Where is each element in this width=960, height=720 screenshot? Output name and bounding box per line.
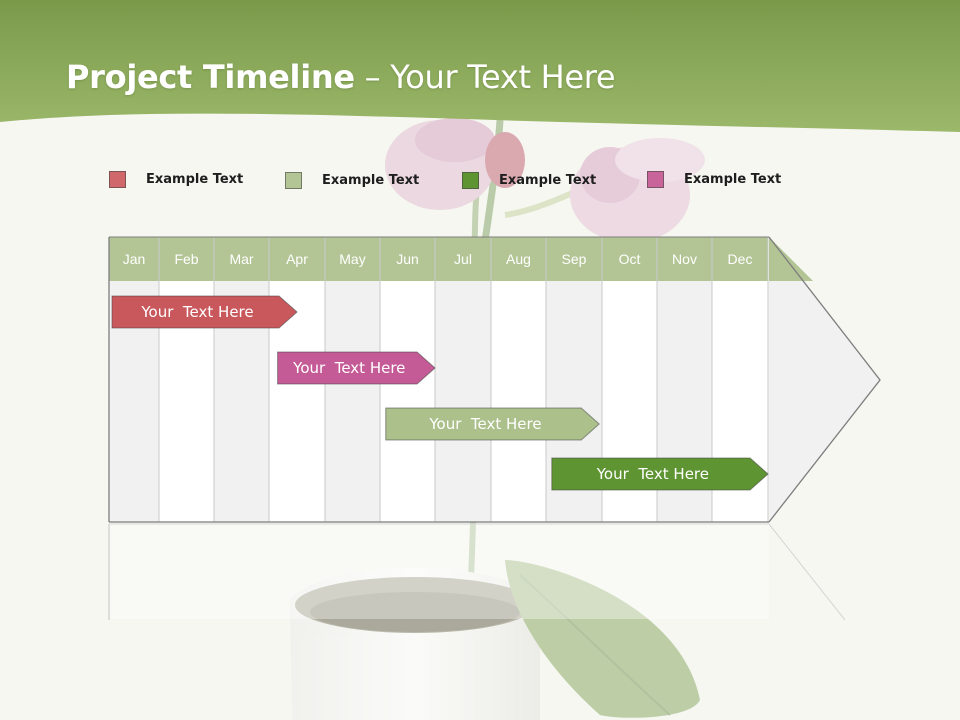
title-bold: Project Timeline xyxy=(66,58,355,96)
arrow-head-header xyxy=(769,237,813,281)
month-header-cell xyxy=(325,237,380,281)
month-header-cell xyxy=(712,237,768,281)
month-column xyxy=(325,281,380,522)
legend-swatch-1 xyxy=(109,171,126,188)
legend-label-4: Example Text xyxy=(684,172,782,187)
month-header-cell xyxy=(491,237,546,281)
month-label: Jul xyxy=(454,251,472,267)
legend-label-2: Example Text xyxy=(322,173,420,188)
month-label: Sep xyxy=(562,251,587,267)
chart-reflection xyxy=(109,524,769,619)
legend-label-1: Example Text xyxy=(146,172,244,187)
month-header-cell xyxy=(546,237,602,281)
task-label: Your Text Here xyxy=(596,465,709,483)
month-label: Apr xyxy=(286,251,308,267)
arrow-outline xyxy=(768,236,881,523)
month-column xyxy=(491,281,546,522)
month-column xyxy=(435,281,491,522)
legend-swatch-3 xyxy=(462,172,479,189)
task-label: Your Text Here xyxy=(292,359,405,377)
reflection-edge xyxy=(768,523,846,621)
title-rest: – Your Text Here xyxy=(354,58,616,96)
arrow-head xyxy=(769,237,880,522)
month-header-cell xyxy=(109,237,159,281)
month-header-cell xyxy=(602,237,657,281)
month-header-cell xyxy=(214,237,269,281)
orchid-photo xyxy=(290,118,705,720)
legend-label-3: Example Text xyxy=(499,173,597,188)
month-header-cell xyxy=(159,237,214,281)
month-label: Feb xyxy=(174,251,198,267)
month-label: May xyxy=(339,251,365,267)
month-header-cell xyxy=(380,237,435,281)
task-label: Your Text Here xyxy=(140,303,253,321)
task-bar xyxy=(277,351,436,385)
month-label: Nov xyxy=(672,251,697,267)
month-label: Oct xyxy=(619,251,641,267)
month-label: Jun xyxy=(396,251,419,267)
month-label: Jan xyxy=(123,251,146,267)
page-title: Project Timeline – Your Text Here xyxy=(66,58,616,96)
month-label: Dec xyxy=(728,251,753,267)
month-header-cell xyxy=(657,237,712,281)
task-bar xyxy=(551,457,769,491)
header-band xyxy=(0,0,960,132)
task-bar xyxy=(385,407,600,441)
task-label: Your Text Here xyxy=(428,415,541,433)
legend-swatch-2 xyxy=(285,172,302,189)
month-label: Mar xyxy=(229,251,253,267)
month-header-cell xyxy=(269,237,325,281)
month-label: Aug xyxy=(506,251,531,267)
month-header-cell xyxy=(435,237,491,281)
task-bar xyxy=(111,295,298,329)
month-column xyxy=(380,281,435,522)
legend-swatch-4 xyxy=(647,171,664,188)
